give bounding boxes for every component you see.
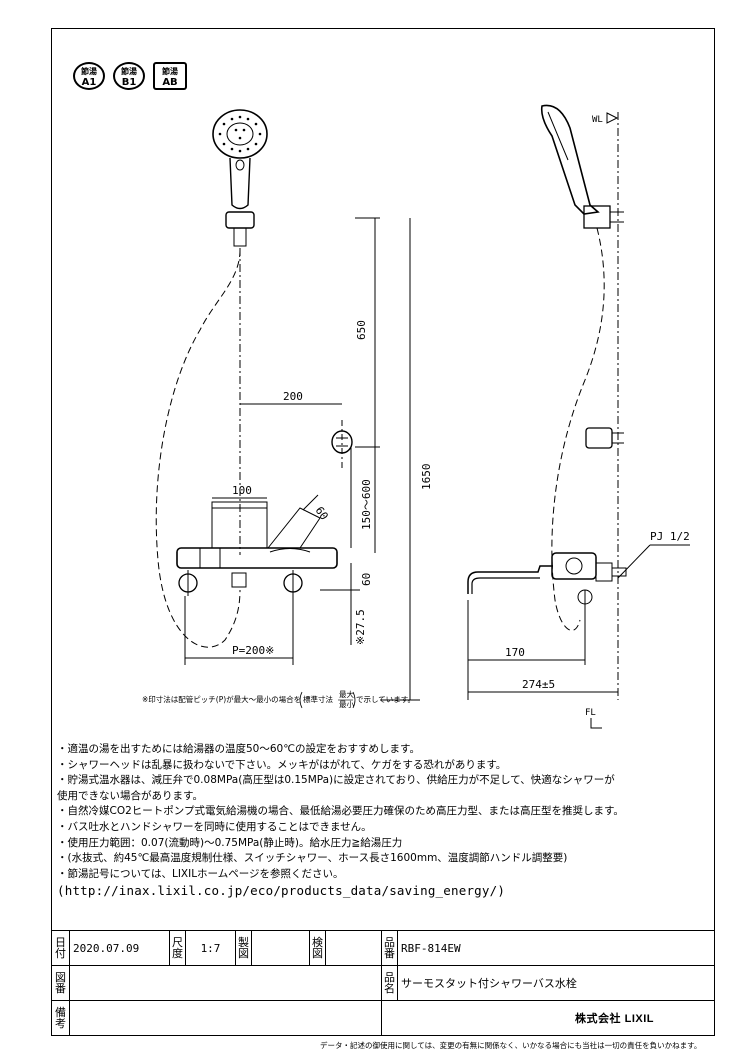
company-logo: 株式会社 LIXIL: [381, 1000, 715, 1036]
water-saving-badge-a1: 節湯 A1: [73, 62, 105, 90]
note-line: ・シャワーヘッドは乱暴に扱わないで下さい。メッキがはがれて、ケガをする恐れがあり…: [57, 758, 507, 771]
shower-head-side: [540, 104, 600, 215]
dim-150-600-label: 150～600: [360, 479, 373, 530]
scale-label: 尺度: [169, 930, 186, 966]
part-number-label: 品番: [381, 930, 398, 966]
note-line: ・自然冷媒CO2ヒートポンプ式電気給湯機の場合、最低給湯必要圧力確保のため高圧力…: [57, 805, 624, 818]
badge-bottom: A1: [81, 77, 97, 88]
check-value: [325, 930, 382, 966]
part-number-value: RBF-814EW: [397, 930, 715, 966]
water-saving-badge-b1: 節湯 B1: [113, 62, 145, 90]
fl-marker: [590, 718, 602, 729]
wl-marker: [606, 112, 619, 124]
note-line: ・適温の湯を出すためには給湯器の温度50～60℃の設定をおすすめします。: [57, 743, 420, 755]
footnote-prefix: ※印寸法は配管ピッチ(P)が最大～最小の場合を: [142, 694, 301, 704]
dim-274-label: 274±5: [522, 678, 555, 691]
note-line: ・貯湯式温水器は、減圧弁で0.08MPa(高圧型は0.15MPa)に設定されてお…: [57, 774, 615, 787]
note-line: ・(水抜式、約45℃最高温度規制仕様、スイッチシャワー、ホース長さ1600mm、…: [57, 852, 568, 865]
dim-200-label: 200: [283, 390, 303, 403]
badge-top: 節湯: [162, 67, 178, 76]
dim-p200-label: P=200※: [232, 644, 274, 657]
side-view: [467, 104, 690, 729]
drawn-value: [251, 930, 310, 966]
shower-hose-side: [551, 227, 605, 631]
footnote-suffix: で示しています。: [356, 695, 415, 704]
connector-side: [595, 562, 613, 582]
product-name-value: サーモスタット付シャワーバス水栓: [397, 965, 715, 1001]
water-saving-badge-ab: 節湯 AB: [153, 62, 187, 90]
dim-170-label: 170: [505, 646, 525, 659]
drawn-label: 製図: [235, 930, 252, 966]
wall-bracket-side: [585, 427, 613, 449]
dim-27-label: ※27.5: [354, 609, 367, 645]
product-name-label: 品名: [381, 965, 398, 1001]
center-connector: [231, 572, 247, 588]
mixer-side: [551, 552, 597, 580]
fl-label: FL: [585, 708, 596, 718]
notes: ・適温の湯を出すためには給湯器の温度50～60℃の設定をおすすめします。 ・シャ…: [57, 742, 707, 899]
dim-1650-label: 1650: [420, 464, 433, 491]
note-line: ・使用圧力範囲：0.07(流動時)～0.75MPa(静止時)。給水圧力≧給湯圧力: [57, 836, 403, 849]
dim-100-label: 100: [232, 484, 252, 497]
badge-top: 節湯: [81, 67, 97, 76]
pj-leader: [617, 544, 651, 579]
drawing-number-label: 図番: [51, 965, 70, 1001]
wl-label: WL: [592, 115, 603, 125]
date-label: 日付: [51, 930, 70, 966]
badge-top: 節湯: [121, 67, 137, 76]
dim-60-label: 60: [360, 573, 373, 586]
shower-nozzles: [218, 115, 262, 153]
footnote-max: 最大: [339, 689, 354, 699]
note-line: ・節湯記号については、LIXILホームページを参照ください。: [57, 867, 344, 880]
remarks-label: 備考: [51, 1000, 70, 1036]
dim-60-angle-label: 60: [313, 504, 331, 522]
shower-handle: [229, 157, 251, 210]
saving-energy-link[interactable]: (http://inax.lixil.co.jp/eco/products_da…: [57, 883, 506, 899]
footnote-min: 最小: [339, 700, 354, 709]
shower-holder: [225, 211, 255, 229]
shower-head: [212, 109, 268, 159]
disclaimer: データ・記述の御使用に関しては、変更の有無に関係なく、いかなる場合にも当社は一切…: [320, 1041, 702, 1050]
holder-bracket: [233, 227, 247, 247]
mixer-body: [176, 547, 338, 569]
check-label: 検図: [309, 930, 326, 966]
shower-hose: [155, 249, 241, 648]
note-line: ・バス吐水とハンドシャワーを同時に使用することはできません。: [57, 820, 372, 833]
spout-side: [467, 565, 553, 594]
drawing-number-value: [69, 965, 382, 1001]
drawing-frame: [51, 28, 715, 1036]
badge-bottom: B1: [121, 77, 137, 88]
title-block: 日付 2020.07.09 尺度 1:7 製図 検図 品番 RBF-814EW …: [51, 930, 715, 1036]
front-view: [155, 109, 420, 701]
holder-side: [583, 205, 611, 229]
date-value: 2020.07.09: [69, 930, 170, 966]
handle-button: [235, 159, 245, 171]
badge-bottom: AB: [162, 77, 178, 88]
remarks-value: [69, 1000, 382, 1036]
spout: [267, 507, 321, 549]
footnote-standard: 標準寸法: [303, 694, 333, 704]
spout-outlet: [269, 548, 311, 553]
dim-650-label: 650: [355, 320, 368, 340]
pj-label: PJ 1/2: [650, 530, 690, 543]
scale-value: 1:7: [185, 930, 236, 966]
shower-head-center: [226, 122, 254, 146]
note-line: 使用できない場合があります。: [57, 789, 203, 802]
dim-line-60-angle: [302, 494, 319, 511]
